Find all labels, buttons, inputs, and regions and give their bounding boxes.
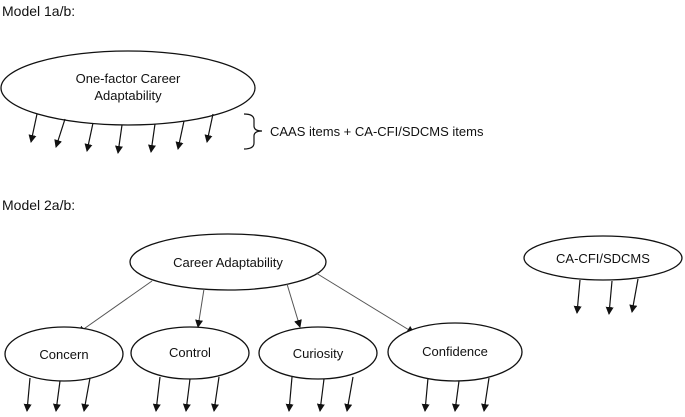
concern-ellipse [4,326,124,382]
curiosity-arrow [344,376,354,412]
items-brace [243,113,263,150]
concern-arrow [23,377,32,412]
ca-cfi-sdcms-ellipse [523,235,683,281]
one-factor-ellipse [0,50,256,126]
connector-to-control [195,288,205,328]
control-arrow [182,378,191,412]
confidence-label: Confidence [422,344,488,359]
confidence-ellipse [387,322,523,382]
curiosity-ellipse [258,326,378,380]
concern-arrow [81,377,91,412]
curiosity-arrow [285,376,294,412]
model2-indicator-arrows [23,278,639,412]
cacfi-arrow [629,278,639,313]
items-label: CAAS items + CA-CFI/SDCMS items [270,124,484,139]
curiosity-arrow [316,378,325,412]
control-arrow [211,376,220,412]
model2-heading: Model 2a/b: [2,197,76,213]
connector-to-concern [77,280,153,334]
connector-to-curiosity [286,283,302,328]
concern-arrow [52,380,61,412]
model1-arrow [175,120,185,150]
model1-heading: Model 1a/b: [2,3,76,19]
higher-order-connectors [77,272,415,334]
model1-arrow [115,124,123,154]
model1-arrow [28,113,38,143]
control-label: Control [169,345,211,360]
one-factor-label-line2: Adaptability [94,88,162,103]
control-arrow [152,376,161,412]
confidence-arrow [481,377,490,412]
model1-arrow [54,118,66,148]
curiosity-label: Curiosity [292,346,344,361]
connector-to-confidence [315,272,415,334]
confidence-arrow [451,380,460,412]
one-factor-label-line1: One-factor Career [75,71,181,86]
one-factor-label: One-factor Career Adaptability [28,70,228,104]
concern-label: Concern [39,347,89,362]
model1-indicator-arrows [28,113,214,154]
ca-cfi-sdcms-label: CA-CFI/SDCMS [556,251,650,266]
cacfi-arrow [573,279,582,314]
confidence-arrow [421,377,430,412]
career-adaptability-ellipse [129,233,327,291]
model1-arrow [204,113,214,143]
cacfi-arrow [605,280,614,315]
career-adaptability-label: Career Adaptability [173,255,283,270]
model1-arrow [84,122,94,152]
model1-arrow [148,123,156,153]
